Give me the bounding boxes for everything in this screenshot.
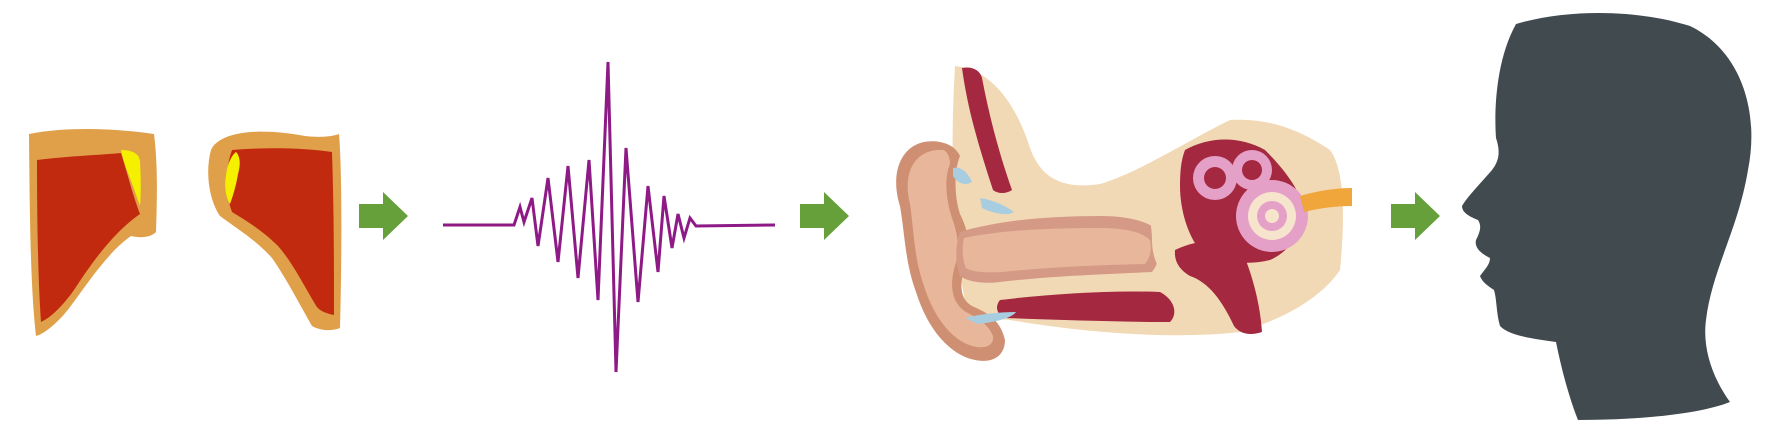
right-vocal-fold xyxy=(208,131,342,331)
left-vocal-fold xyxy=(29,129,157,336)
ear-anatomy-icon xyxy=(896,66,1352,361)
arrow-right-icon xyxy=(1391,192,1440,240)
arrow-right-icon xyxy=(359,192,408,240)
vocal-folds-icon xyxy=(29,129,342,336)
arrow-right-icon xyxy=(800,192,849,240)
sound-wave-icon xyxy=(443,61,776,373)
head-silhouette-icon xyxy=(1462,12,1752,420)
